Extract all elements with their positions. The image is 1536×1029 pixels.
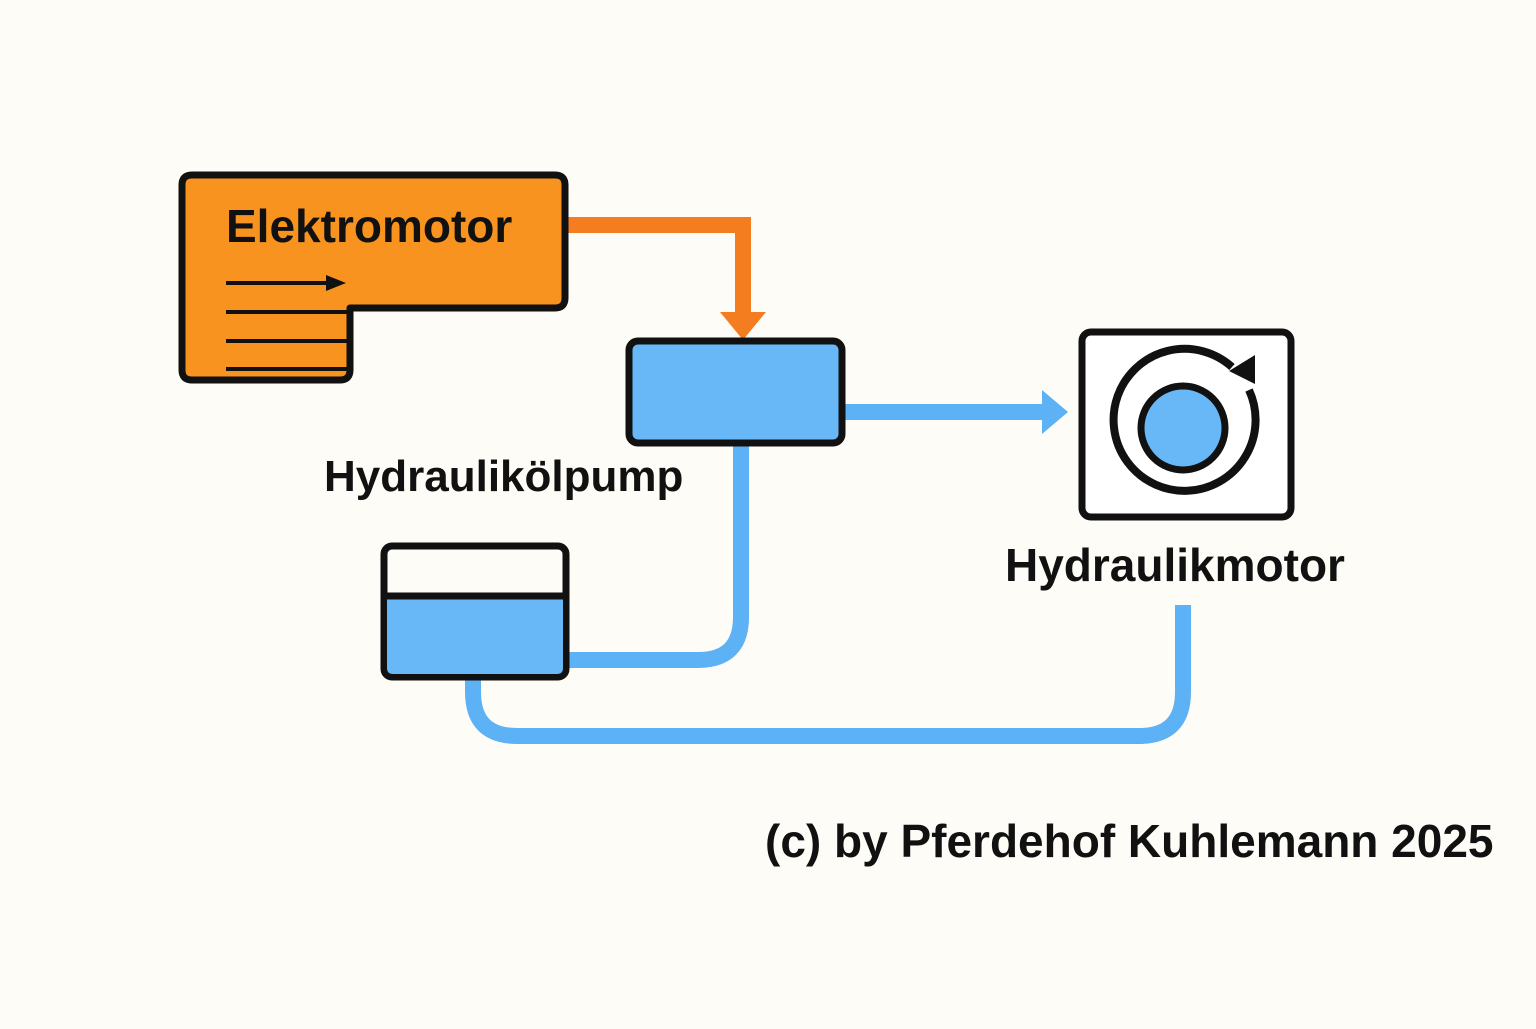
electric-motor-label: Elektromotor	[226, 200, 512, 252]
drive-arrow-head	[720, 312, 766, 340]
motor-lines-icon	[226, 275, 348, 371]
drive-shaft-line	[566, 217, 751, 318]
copyright-text: (c) by Pferdehof Kuhlemann 2025	[765, 815, 1494, 867]
electric-motor-housing	[178, 171, 569, 384]
tank-oil-level	[387, 596, 563, 674]
rotation-arc-icon	[1109, 344, 1260, 495]
electric-motor-block: Elektromotor	[178, 171, 569, 384]
rotation-arrow-icon	[1229, 355, 1255, 384]
oil-tank	[380, 542, 570, 681]
suction-line	[566, 444, 749, 668]
return-line	[465, 605, 1191, 744]
pump-block	[625, 337, 846, 447]
motor-rotor-icon	[1137, 382, 1229, 474]
pressure-arrow-head	[1042, 390, 1068, 434]
hydraulic-motor-label: Hydraulikmotor	[1005, 539, 1345, 591]
hydraulic-motor-block	[1078, 328, 1295, 521]
pump-label: Hydraulikölpump	[324, 452, 683, 501]
